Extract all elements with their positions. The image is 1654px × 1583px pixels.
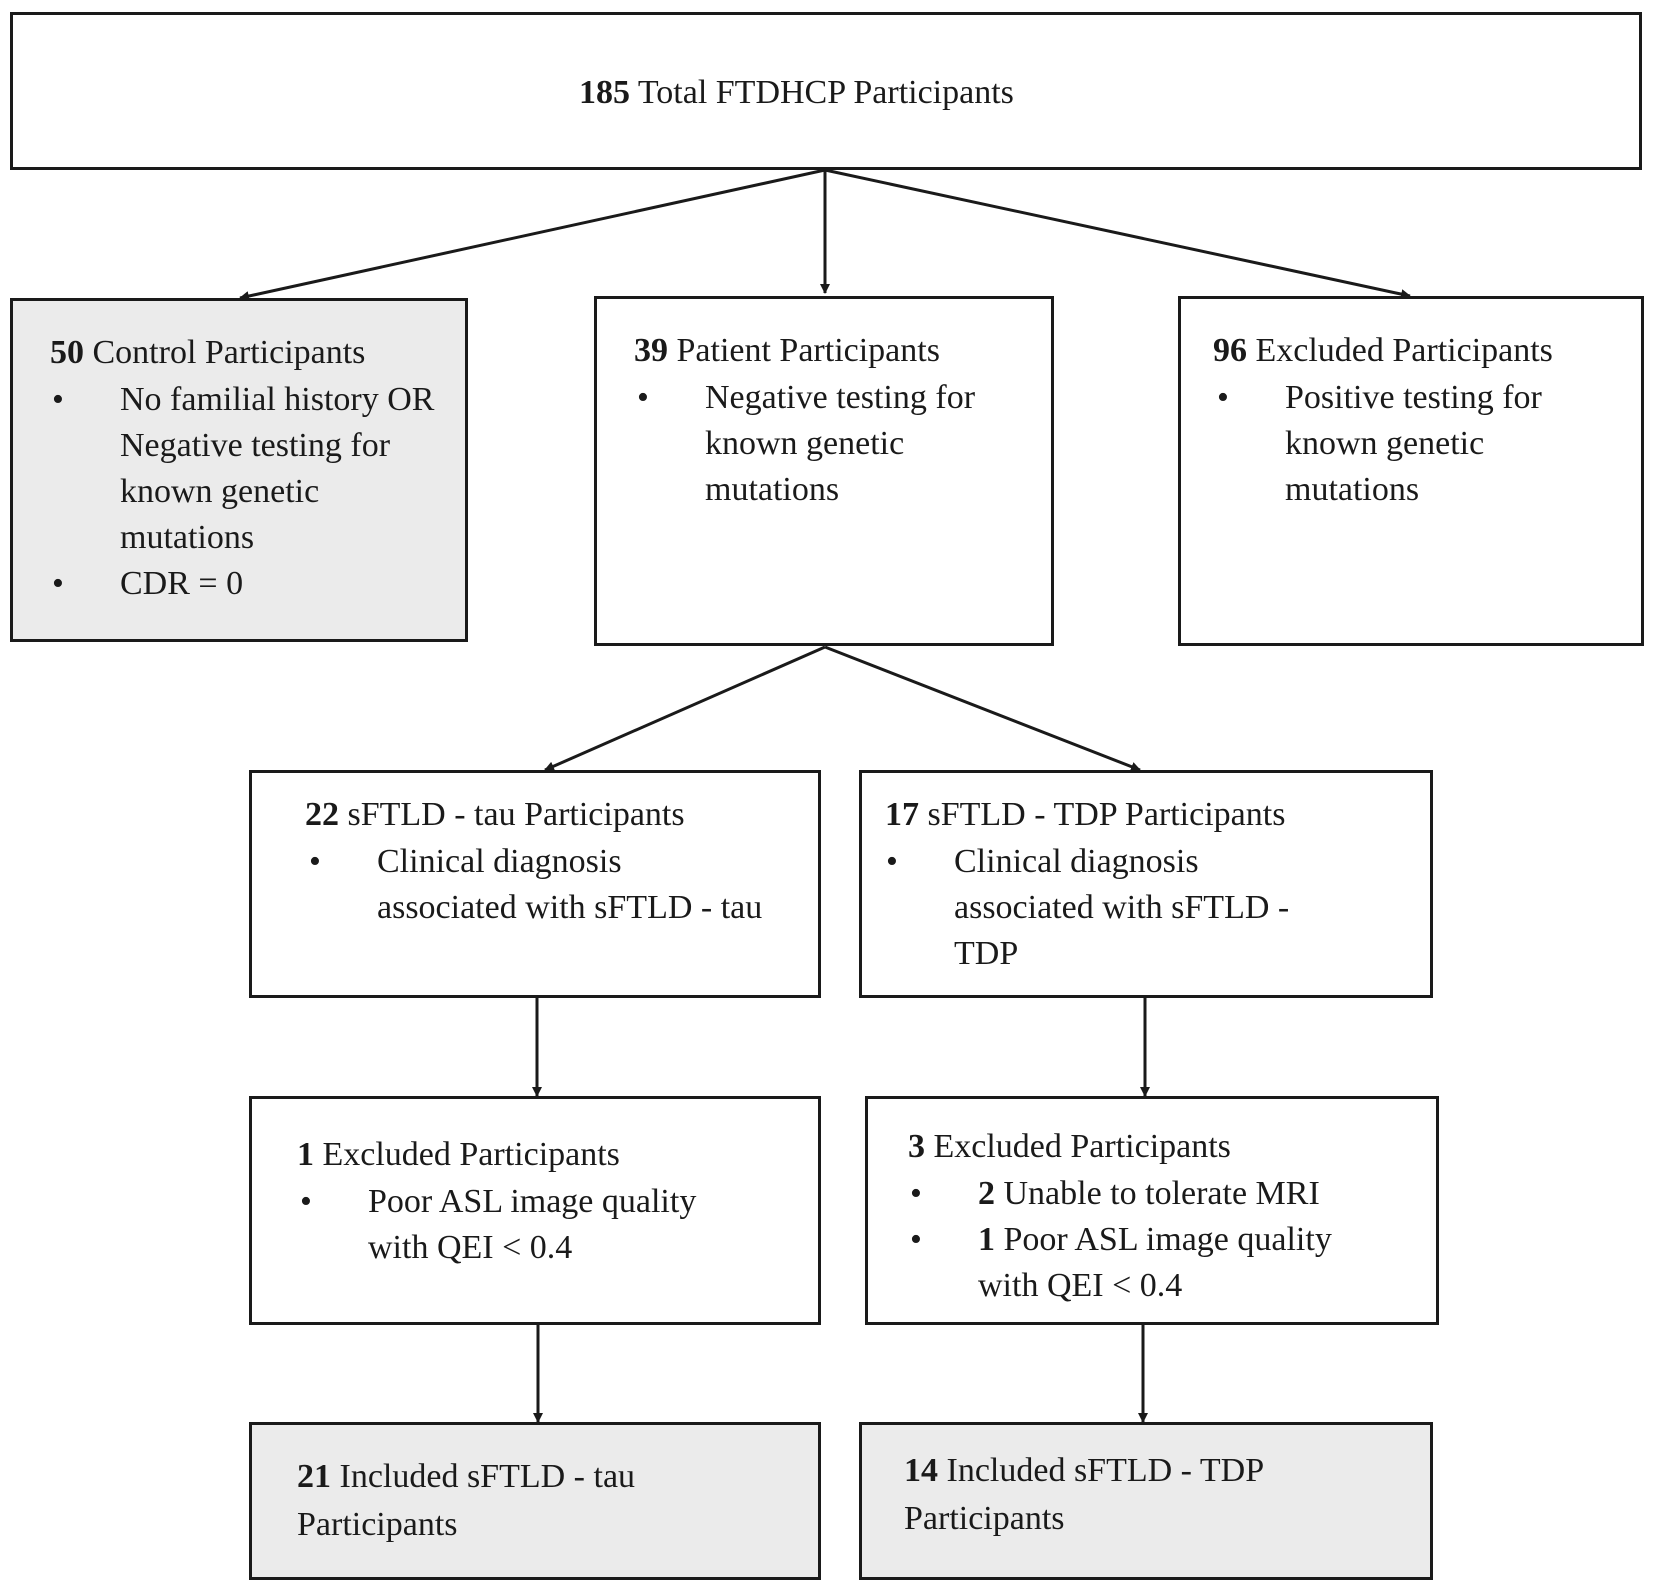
bullet-dot: • [1217,379,1229,416]
list-item-text: CDR = 0 [120,565,244,602]
bullet-dot: • [300,1183,312,1220]
list-item-text: No familial history OR Negative testing … [120,381,435,556]
list-item: • Clinical diagnosis associated with sFTL… [309,839,767,931]
control-criteria-list: • No familial history OR Negative testing… [52,377,450,607]
list-item: • 2 Unable to tolerate MRI [910,1171,1398,1217]
excluded-participants-label: Excluded Participants [1247,332,1553,369]
sftld-tdp-count: 17 [885,796,919,833]
bullet-dot: • [910,1175,922,1212]
sftld-tau-box: 22 sFTLD - tau Participants • Clinical di… [249,770,821,998]
excluded-participants-title: 96 Excluded Participants [1213,329,1553,373]
bullet-dot: • [886,843,898,880]
list-item: • Clinical diagnosis associated with sFTL… [886,839,1344,977]
sftld-tau-criteria-list: • Clinical diagnosis associated with sFTL… [309,839,767,931]
excluded-participants-box: 96 Excluded Participants • Positive testi… [1178,296,1644,646]
patient-participants-box: 39 Patient Participants • Negative testin… [594,296,1054,646]
sftld-tdp-title: 17 sFTLD - TDP Participants [885,793,1285,837]
bullet-dot: • [52,381,64,418]
excluded-tau-title: 1 Excluded Participants [297,1133,620,1177]
sftld-tdp-box: 17 sFTLD - TDP Participants • Clinical di… [859,770,1433,998]
total-participants-label: Total FTDHCP Participants [630,74,1014,111]
total-participants-title: 185 Total FTDHCP Participants [579,71,1014,115]
list-item: • CDR = 0 [52,561,450,607]
list-item: • Poor ASL image quality with QEI < 0.4 [300,1179,758,1271]
reason-count: 2 [978,1175,995,1212]
bullet-dot: • [637,379,649,416]
excluded-tau-count: 1 [297,1136,314,1173]
control-participants-count: 50 [50,334,84,371]
list-item: • Positive testing for known genetic muta… [1217,375,1605,513]
list-item-text: Clinical diagnosis associated with sFTLD… [954,843,1290,972]
total-participants-box: 185 Total FTDHCP Participants [10,12,1642,170]
excluded-participants-count: 96 [1213,332,1247,369]
control-participants-title: 50 Control Participants [50,331,365,375]
sftld-tau-count: 22 [305,796,339,833]
included-tau-title: 21 Included sFTLD - tau Participants [297,1453,717,1549]
list-item-text: Unable to tolerate MRI [995,1175,1320,1212]
list-item-text: Poor ASL image quality with QEI < 0.4 [368,1183,697,1266]
sftld-tdp-label: sFTLD - TDP Participants [919,796,1286,833]
included-tau-label: Included sFTLD - tau Participants [297,1458,636,1543]
patient-participants-label: Patient Participants [668,332,940,369]
included-tau-box: 21 Included sFTLD - tau Participants [249,1422,821,1580]
control-participants-label: Control Participants [84,334,366,371]
included-tau-count: 21 [297,1458,331,1495]
list-item-text: Positive testing for known genetic mutat… [1285,379,1542,508]
sftld-tau-label: sFTLD - tau Participants [339,796,685,833]
excluded-tau-box: 1 Excluded Participants • Poor ASL image … [249,1096,821,1325]
arrow-top-to-control [239,168,826,301]
arrow-top-to-excluded [824,168,1411,299]
list-item-text: Negative testing for known genetic mutat… [705,379,976,508]
sftld-tdp-criteria-list: • Clinical diagnosis associated with sFTL… [886,839,1344,977]
bullet-dot: • [309,843,321,880]
excluded-tdp-box: 3 Excluded Participants • 2 Unable to tol… [865,1096,1439,1325]
included-tdp-count: 14 [904,1452,938,1489]
included-tdp-title: 14 Included sFTLD - TDP Participants [904,1447,1334,1543]
patient-participants-count: 39 [634,332,668,369]
excluded-tau-label: Excluded Participants [314,1136,620,1173]
included-tdp-box: 14 Included sFTLD - TDP Participants [859,1422,1433,1580]
excluded-tdp-count: 3 [908,1128,925,1165]
list-item: • Negative testing for known genetic muta… [637,375,1025,513]
control-participants-box: 50 Control Participants • No familial his… [10,298,468,642]
patient-participants-title: 39 Patient Participants [634,329,940,373]
arrow-patient-to-tdp [824,645,1141,772]
list-item-text: Poor ASL image quality with QEI < 0.4 [978,1221,1332,1304]
included-tdp-label: Included sFTLD - TDP Participants [904,1452,1263,1537]
excluded-criteria-list: • Positive testing for known genetic muta… [1217,375,1605,513]
arrow-patient-to-tau [544,645,826,772]
excluded-tdp-reasons-list: • 2 Unable to tolerate MRI • 1 Poor ASL im… [910,1171,1398,1309]
excluded-tdp-label: Excluded Participants [925,1128,1231,1165]
list-item-text: Clinical diagnosis associated with sFTLD… [377,843,763,926]
bullet-dot: • [52,565,64,602]
list-item: • 1 Poor ASL image quality with QEI < 0.4 [910,1217,1398,1309]
excluded-tau-reasons-list: • Poor ASL image quality with QEI < 0.4 [300,1179,758,1271]
bullet-dot: • [910,1221,922,1258]
excluded-tdp-title: 3 Excluded Participants [908,1125,1231,1169]
total-participants-count: 185 [579,74,630,111]
patient-criteria-list: • Negative testing for known genetic muta… [637,375,1025,513]
sftld-tau-title: 22 sFTLD - tau Participants [305,793,685,837]
list-item: • No familial history OR Negative testing… [52,377,450,561]
reason-count: 1 [978,1221,995,1258]
